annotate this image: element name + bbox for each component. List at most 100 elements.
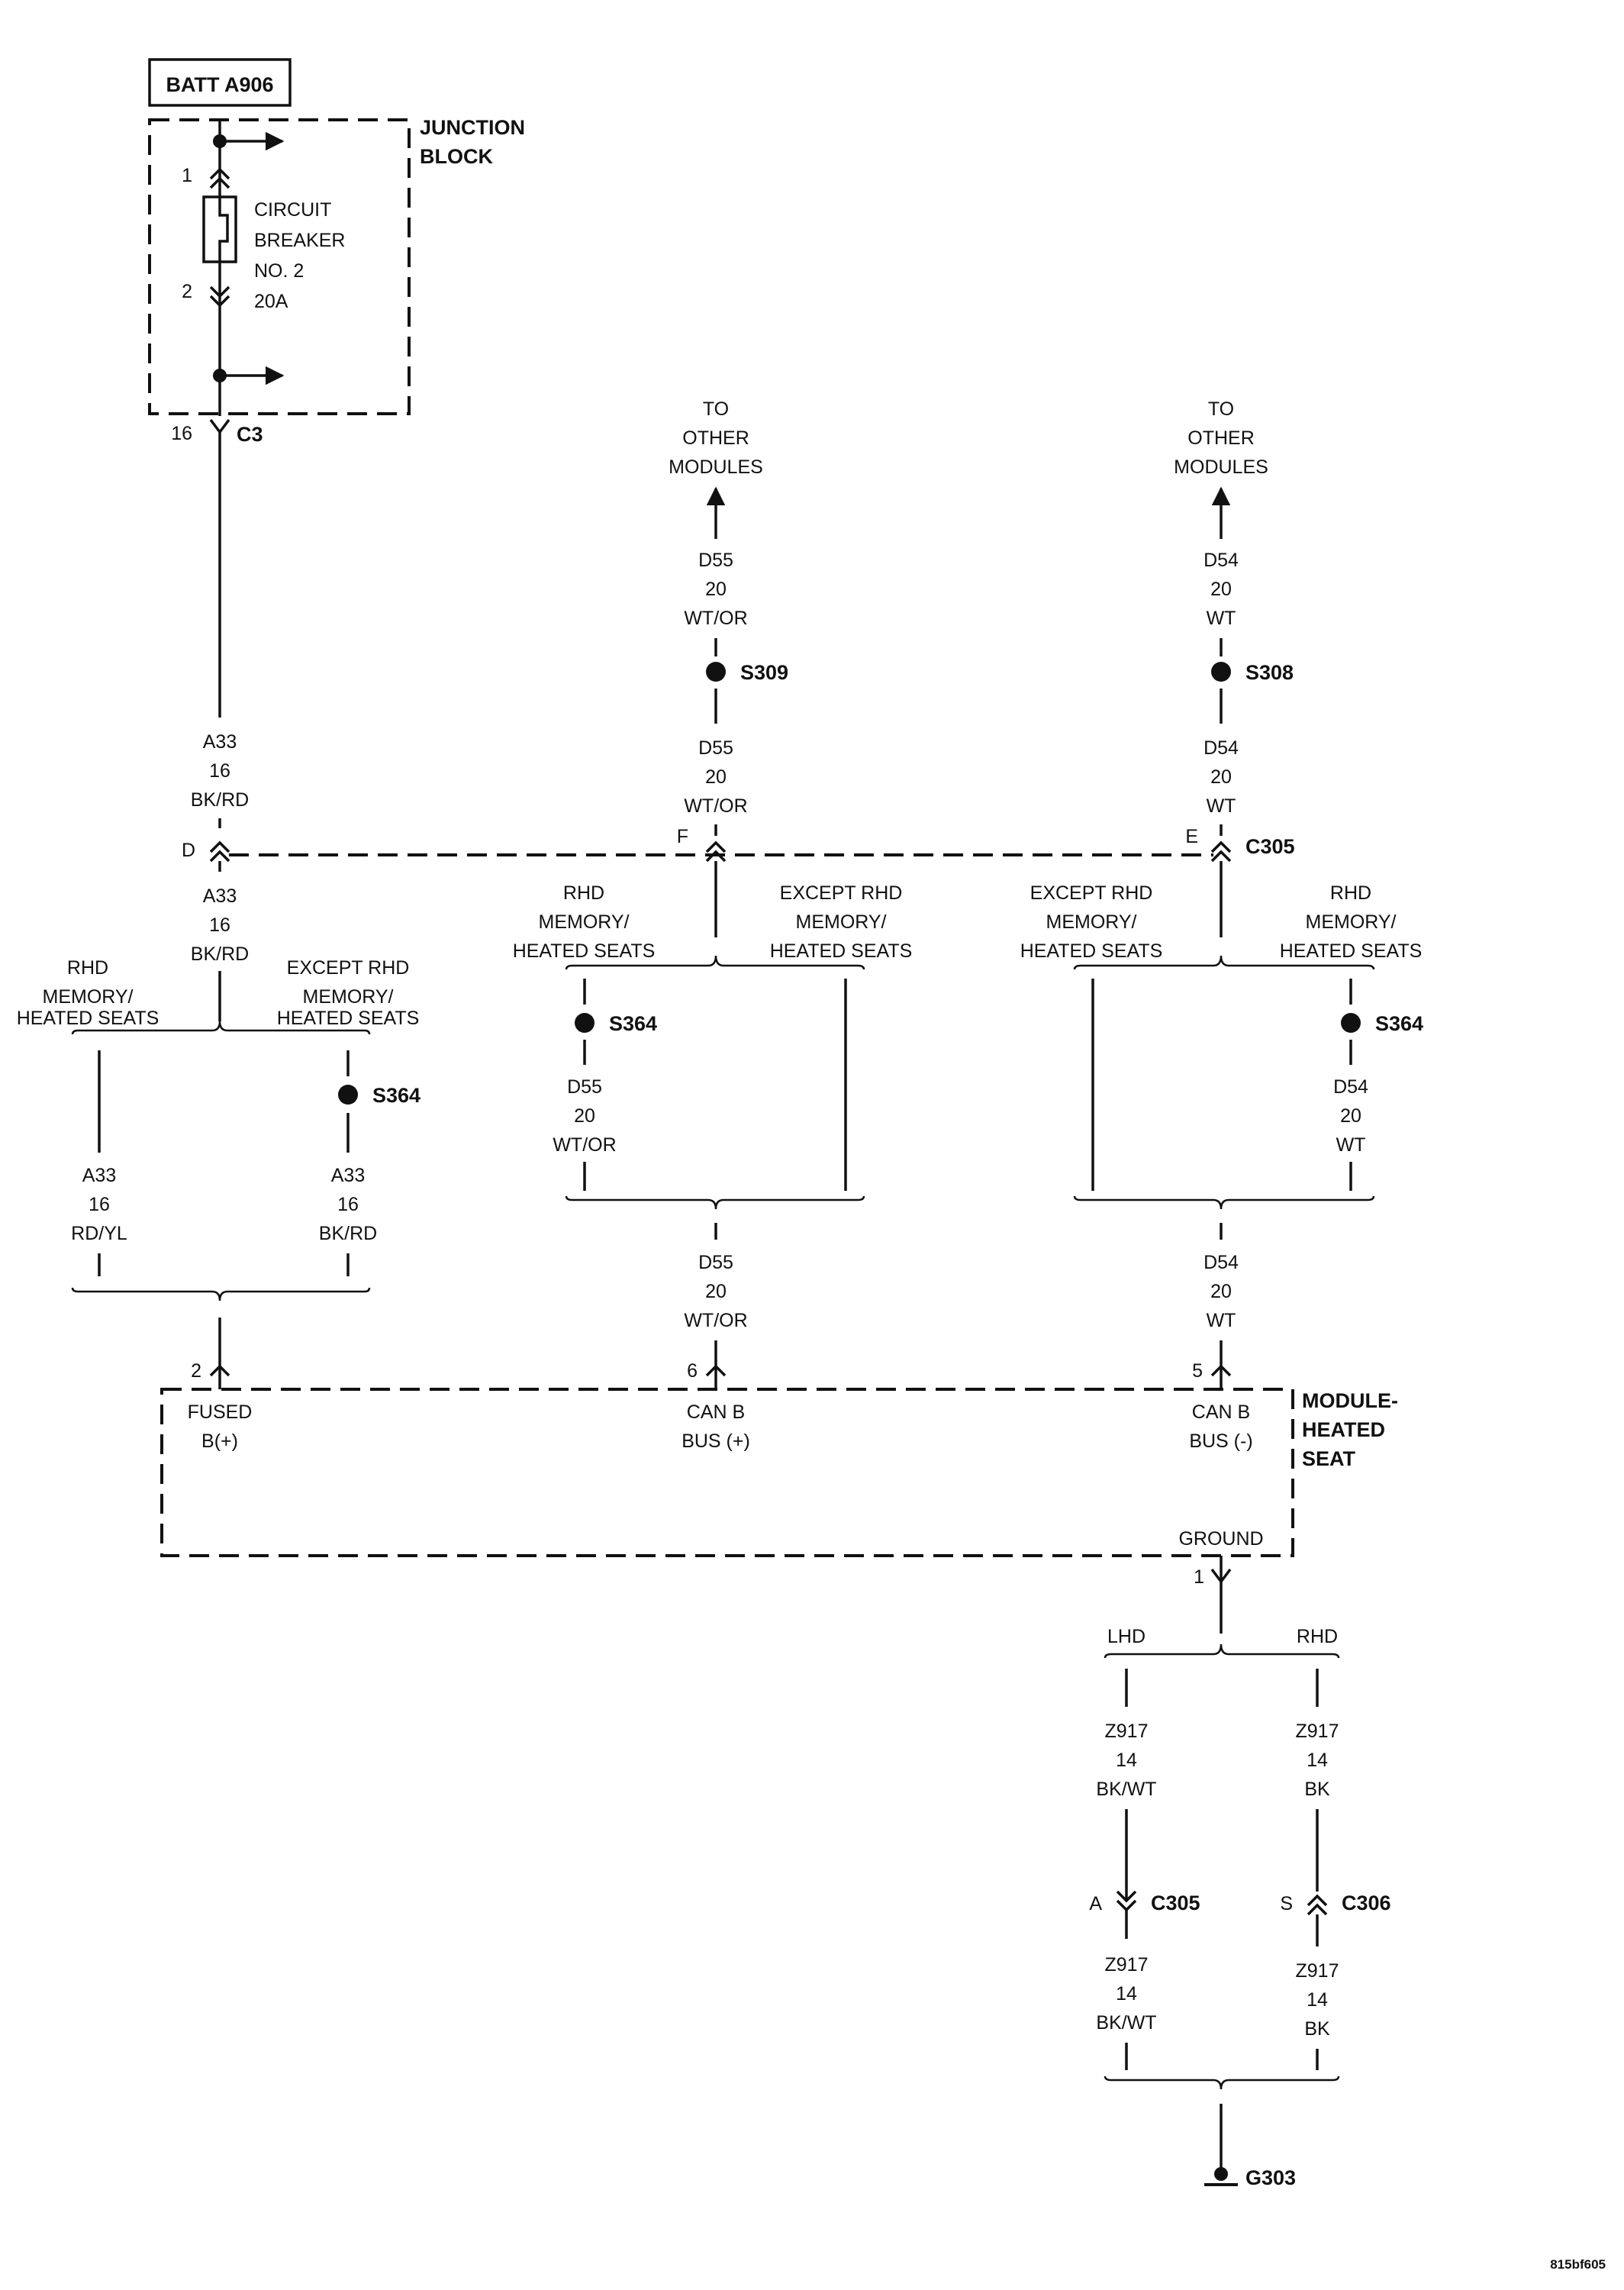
svg-text:D55: D55 [698, 737, 733, 759]
c305-pin-f: F [677, 826, 688, 847]
c3-connector-symbol [209, 418, 230, 434]
svg-text:MODULES: MODULES [1174, 456, 1268, 478]
can-b-plus-label: CAN B [687, 1401, 745, 1423]
svg-text:RHD: RHD [1330, 882, 1371, 904]
svg-text:RHD: RHD [67, 957, 108, 979]
svg-text:HEATED SEATS: HEATED SEATS [1280, 940, 1423, 962]
wire-label-a33-rdyl: A33 16 RD/YL [71, 1165, 127, 1244]
c305-pin-e-symbol [1210, 840, 1232, 863]
svg-text:LHD: LHD [1107, 1626, 1146, 1647]
svg-text:MEMORY/: MEMORY/ [1046, 911, 1137, 933]
svg-text:20: 20 [1210, 579, 1232, 600]
option-brace [1073, 955, 1375, 970]
svg-text:MEMORY/: MEMORY/ [43, 986, 134, 1008]
svg-text:A33: A33 [82, 1165, 116, 1186]
wire-label-d55-bottom: D55 20 WT/OR [684, 1252, 747, 1331]
svg-text:D54: D54 [1204, 737, 1239, 759]
wire-label-a33-bkrd-lower: A33 16 BK/RD [319, 1165, 377, 1244]
module-outline [160, 1388, 1294, 1557]
wire-label-d55-top: D55 20 WT/OR [684, 550, 747, 629]
wire-label-z917-bk-upper: Z917 14 BK [1296, 1721, 1339, 1800]
svg-text:14: 14 [1116, 1983, 1137, 2005]
svg-text:A33: A33 [331, 1165, 365, 1186]
breaker-pin-2-connector [209, 285, 230, 308]
svg-text:20: 20 [705, 579, 727, 600]
svg-text:BK/RD: BK/RD [191, 943, 249, 965]
splice-s364-d55 [575, 1013, 594, 1033]
splice-s309-label: S309 [740, 661, 788, 684]
figure-id: 815bf605 [1550, 2257, 1606, 2272]
svg-text:WT: WT [1336, 1134, 1366, 1156]
option-brace [565, 1195, 865, 1210]
splice-s364-left [338, 1085, 358, 1105]
wire-label-z917-bk-lower: Z917 14 BK [1296, 1960, 1339, 2040]
c305-pin-a: A [1089, 1893, 1102, 1914]
junction-block-title: JUNCTION [420, 116, 525, 139]
wire-label-a33-mid: A33 16 BK/RD [191, 885, 249, 965]
svg-text:Z917: Z917 [1296, 1721, 1339, 1742]
c3-name: C3 [237, 423, 263, 446]
option-brace [1073, 1195, 1375, 1210]
option-split-d55: RHD MEMORY/ HEATED SEATS EXCEPT RHD MEMO… [513, 882, 912, 970]
svg-text:WT: WT [1207, 1310, 1236, 1331]
svg-text:MEMORY/: MEMORY/ [303, 986, 394, 1008]
battery-feed: BATT A906 [148, 58, 292, 107]
ground-g303: G303 [1204, 2166, 1296, 2189]
option-brace [1104, 1643, 1340, 1659]
wire-label-d54-bottom: D54 20 WT [1204, 1252, 1239, 1331]
svg-text:20: 20 [705, 766, 727, 788]
battery-label-box [148, 58, 292, 107]
can-b-plus-label-2: BUS (+) [682, 1430, 750, 1452]
svg-text:Z917: Z917 [1105, 1721, 1149, 1742]
wire-label-a33-upper: A33 16 BK/RD [191, 731, 249, 811]
option-brace [71, 1287, 371, 1301]
svg-text:HEATED SEATS: HEATED SEATS [1020, 940, 1163, 962]
svg-text:EXCEPT RHD: EXCEPT RHD [287, 957, 410, 979]
c306-name: C306 [1342, 1892, 1391, 1914]
wire-label-d54-s364: D54 20 WT [1333, 1076, 1368, 1156]
c305-name: C305 [1245, 835, 1295, 858]
breaker-label-1: CIRCUIT [254, 199, 331, 221]
splice-s309 [706, 662, 726, 682]
svg-text:HEATED SEATS: HEATED SEATS [513, 940, 656, 962]
wire-label-d54-mid: D54 20 WT [1204, 737, 1239, 817]
svg-text:BK: BK [1304, 1779, 1330, 1800]
c306-pin-s: S [1280, 1893, 1293, 1914]
pin-1: 1 [1194, 1566, 1204, 1588]
breaker-pin-2: 2 [182, 281, 192, 302]
svg-text:OTHER: OTHER [682, 427, 749, 449]
svg-text:MEMORY/: MEMORY/ [796, 911, 887, 933]
wire-label-d55-s364: D55 20 WT/OR [553, 1076, 616, 1156]
option-split-d54: EXCEPT RHD MEMORY/ HEATED SEATS RHD MEMO… [1020, 882, 1423, 970]
wire-label-d55-mid: D55 20 WT/OR [684, 737, 747, 817]
can-b-minus-label-2: BUS (-) [1189, 1430, 1252, 1452]
svg-text:D55: D55 [698, 1252, 733, 1273]
ground-name: G303 [1245, 2166, 1296, 2189]
svg-text:16: 16 [337, 1194, 359, 1215]
module-title-2: HEATED [1302, 1418, 1385, 1441]
svg-text:Z917: Z917 [1105, 1954, 1149, 1976]
svg-text:Z917: Z917 [1296, 1960, 1339, 1982]
svg-text:BK/RD: BK/RD [319, 1223, 377, 1244]
svg-text:WT/OR: WT/OR [684, 1310, 747, 1331]
svg-text:16: 16 [89, 1194, 110, 1215]
svg-text:20: 20 [574, 1105, 595, 1127]
svg-text:WT/OR: WT/OR [684, 608, 747, 629]
junction-block-title-2: BLOCK [420, 145, 493, 168]
svg-text:A33: A33 [203, 885, 237, 907]
svg-text:MODULES: MODULES [669, 456, 763, 478]
module-heated-seat: MODULE- HEATED SEAT 2 FUSED B(+) 6 CAN B… [160, 1360, 1398, 1557]
circuit-breaker-element [218, 197, 229, 262]
svg-text:BK/WT: BK/WT [1096, 2012, 1156, 2034]
svg-text:MEMORY/: MEMORY/ [1306, 911, 1397, 933]
breaker-pin-1-connector [209, 167, 230, 189]
fused-label-2: B(+) [201, 1430, 238, 1452]
svg-text:WT: WT [1207, 608, 1236, 629]
wire-label-z917-bkwt-upper: Z917 14 BK/WT [1096, 1721, 1156, 1800]
svg-text:14: 14 [1307, 1750, 1328, 1771]
fused-label: FUSED [188, 1401, 253, 1423]
breaker-label-4: 20A [254, 291, 288, 312]
svg-text:BK/RD: BK/RD [191, 789, 249, 811]
svg-text:RHD: RHD [563, 882, 604, 904]
